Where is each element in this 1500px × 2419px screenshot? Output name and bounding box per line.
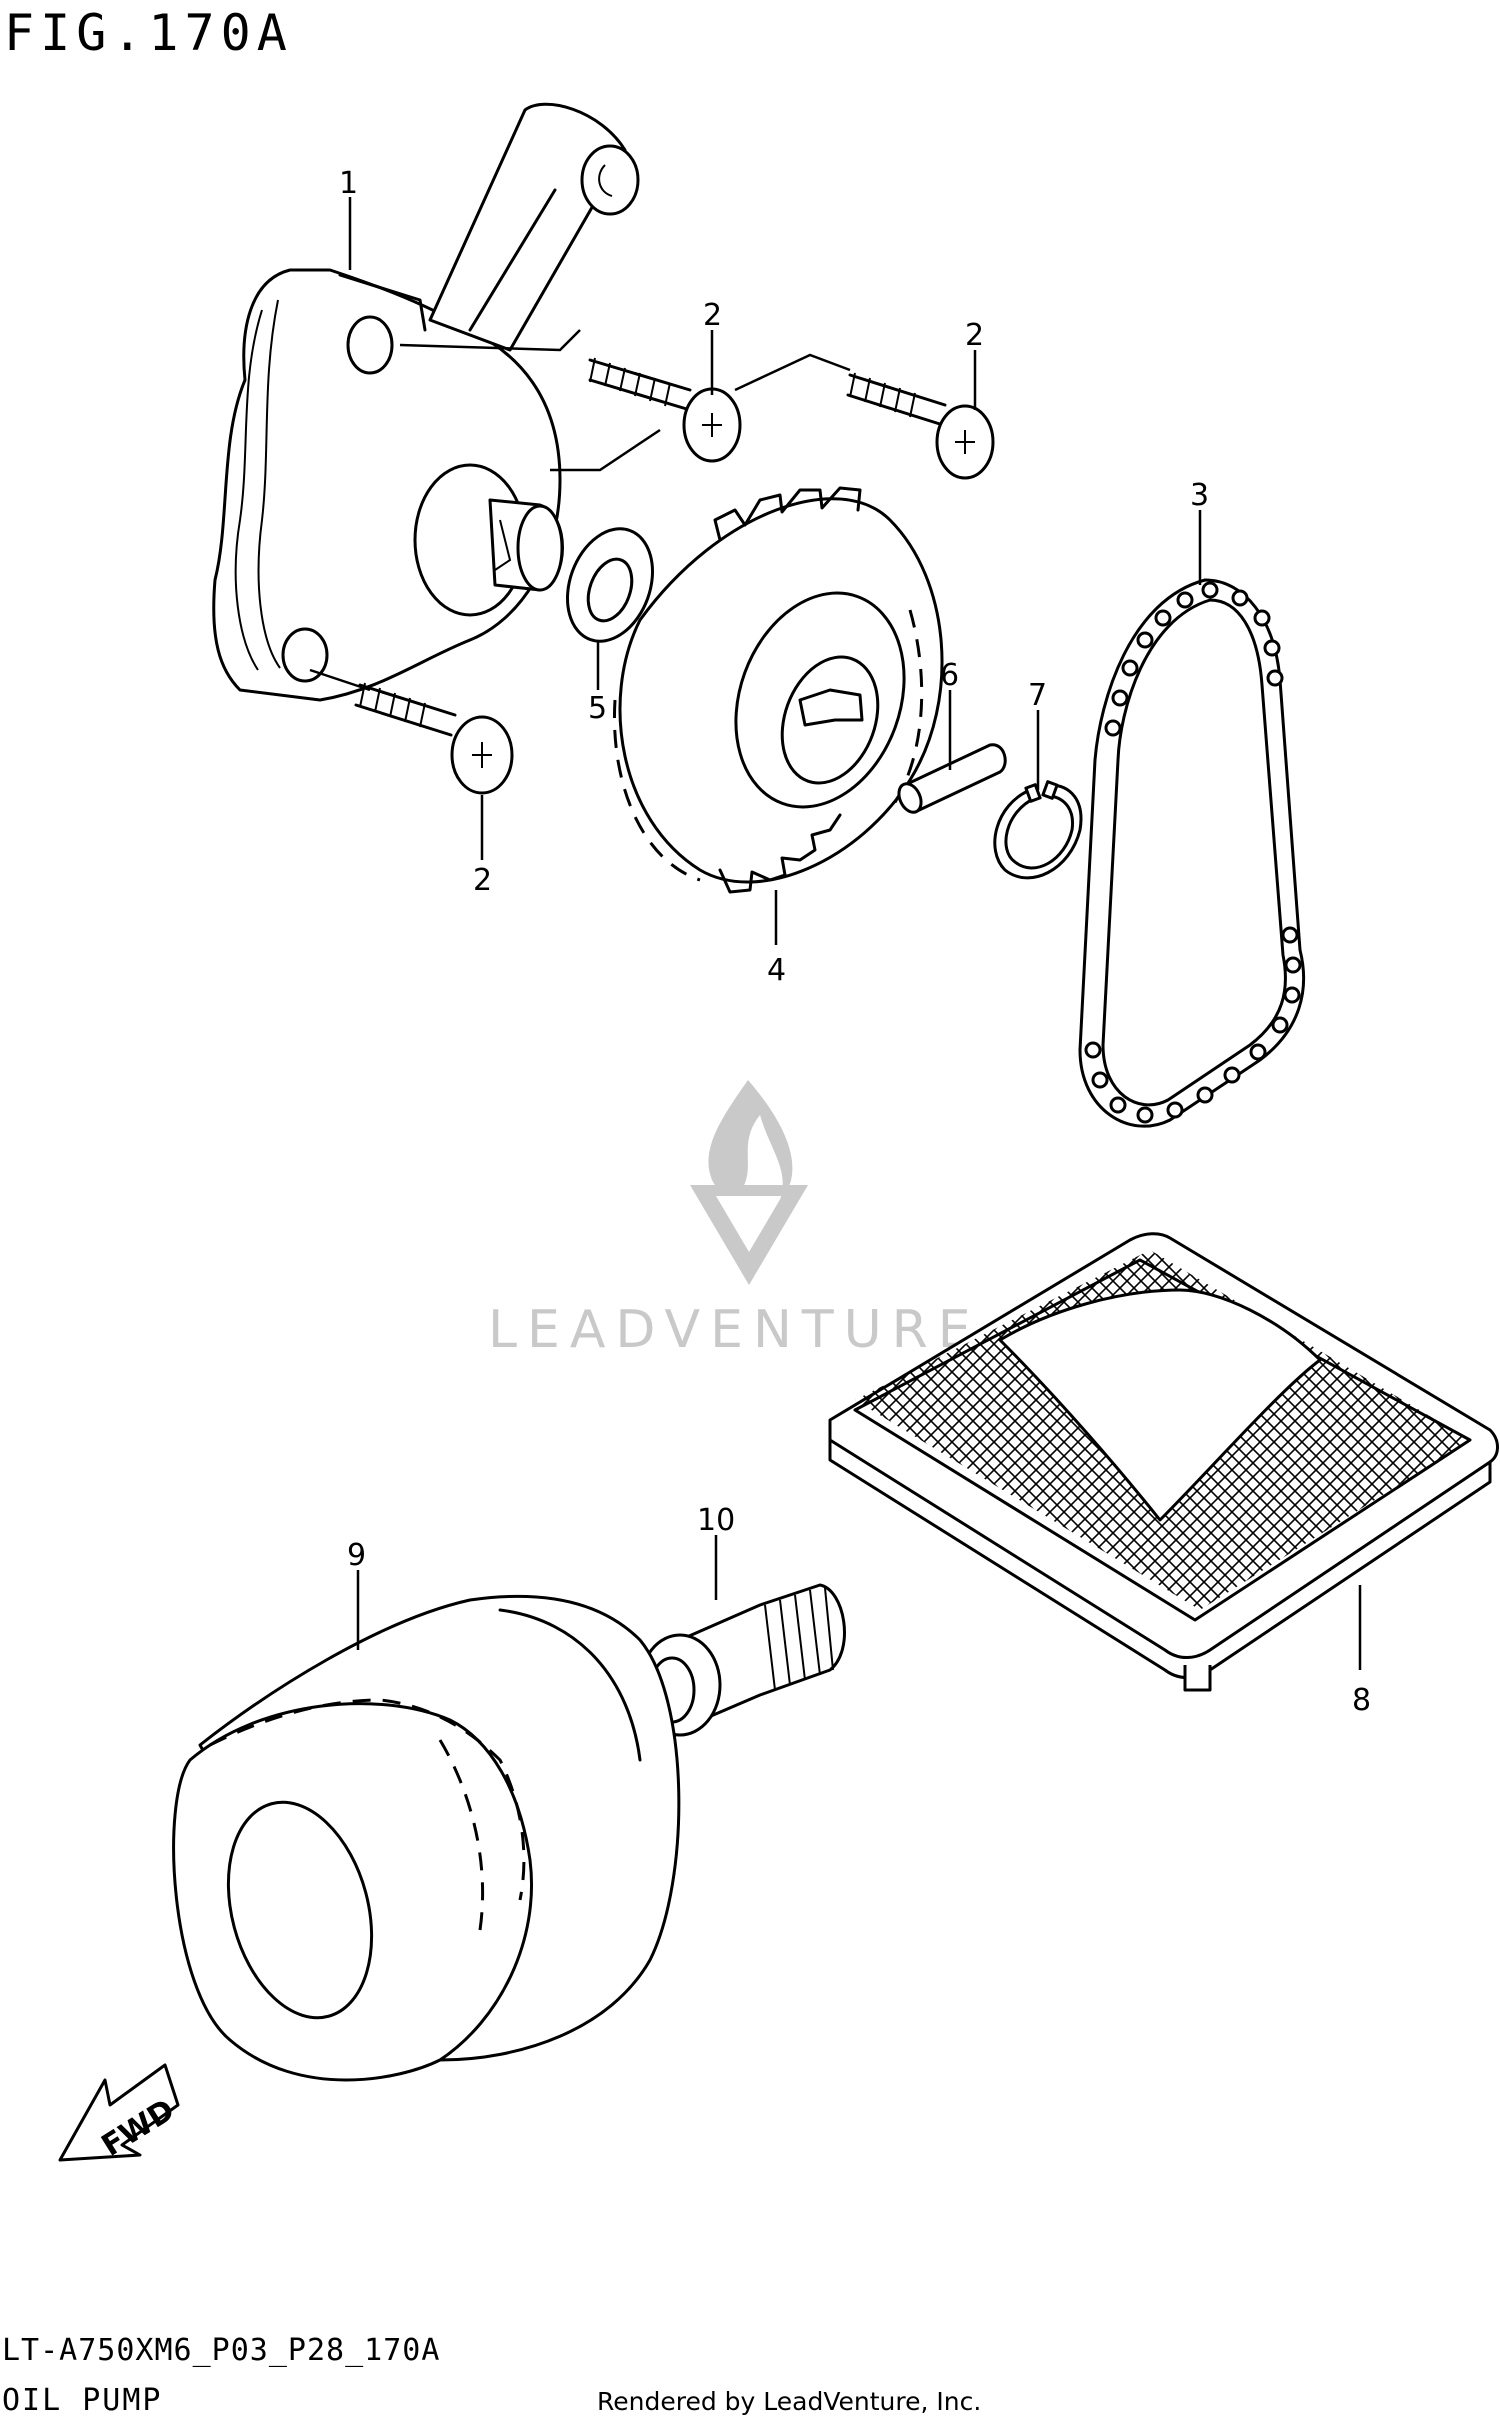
- fwd-arrow: FWD: [58, 2063, 181, 2164]
- callout-9[interactable]: 9: [347, 1538, 366, 1573]
- oil-pump-body[interactable]: [212, 102, 661, 702]
- callout-1[interactable]: 1: [339, 166, 358, 201]
- rendered-by: Rendered by LeadVenture, Inc.: [597, 2387, 981, 2416]
- callout-2-upper-left[interactable]: 2: [703, 298, 722, 333]
- chain-links-lower: [1084, 926, 1302, 1124]
- callout-labels: 1 2 2 2 3 4 5 6 7 8 9 10: [339, 166, 1371, 1718]
- callout-7[interactable]: 7: [1028, 678, 1047, 713]
- callout-leaders: [348, 197, 1202, 1650]
- callout-8[interactable]: 8: [1352, 1683, 1371, 1718]
- callout-6[interactable]: 6: [940, 658, 959, 693]
- flame-logo-icon: [708, 1080, 793, 1200]
- callout-2-upper-right[interactable]: 2: [965, 318, 984, 353]
- callout-3[interactable]: 3: [1190, 478, 1209, 513]
- section-name: OIL PUMP: [2, 2383, 163, 2418]
- callout-10[interactable]: 10: [697, 1503, 735, 1538]
- bolt-upper-left[interactable]: [588, 353, 851, 463]
- leadventure-watermark: LEADVENTURE: [488, 1080, 981, 1360]
- callout-2-lower[interactable]: 2: [473, 863, 492, 898]
- callout-5[interactable]: 5: [588, 691, 607, 726]
- v-logo-icon: [690, 1185, 808, 1285]
- oil-filter[interactable]: [172, 1594, 681, 2082]
- o-ring[interactable]: [553, 517, 668, 653]
- chain-links-upper: [1104, 581, 1284, 737]
- circlip[interactable]: [993, 780, 1083, 880]
- callout-4[interactable]: 4: [767, 953, 786, 988]
- figure-title: FIG.170A: [4, 4, 293, 62]
- watermark-text: LEADVENTURE: [488, 1300, 981, 1360]
- bolt-lower[interactable]: [309, 668, 514, 795]
- bolt-upper-right[interactable]: [846, 372, 995, 480]
- dowel-pin[interactable]: [895, 743, 1007, 816]
- model-code: LT-A750XM6_P03_P28_170A: [2, 2333, 440, 2368]
- driven-sprocket[interactable]: [612, 486, 944, 894]
- drive-chain[interactable]: [1078, 578, 1306, 1128]
